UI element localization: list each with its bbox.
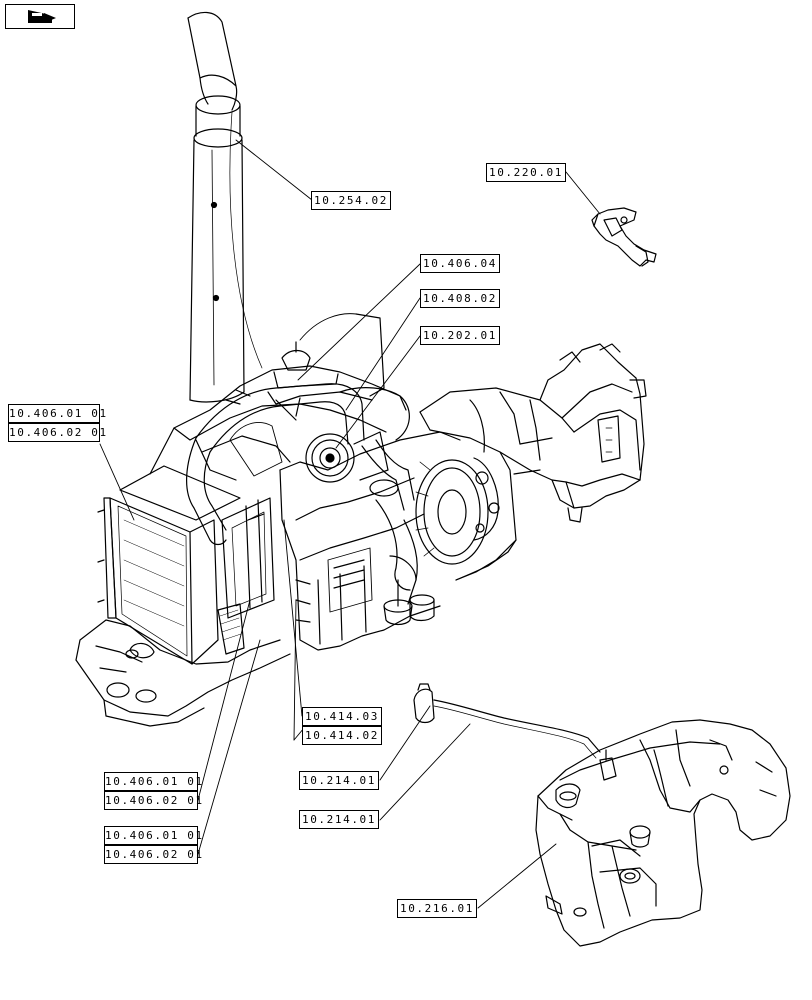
callout-panel-a[interactable]: 10.414.03 (302, 707, 382, 726)
callout-fuel-tank[interactable]: 10.216.01 (397, 899, 477, 918)
callout-pedal[interactable]: 10.220.01 (486, 163, 566, 182)
tractor-chassis (75, 111, 647, 727)
fuel-tank (535, 719, 791, 947)
callout-front-a[interactable]: 10.406.01 01 (104, 772, 202, 791)
return-button[interactable] (5, 4, 75, 29)
callout-cable[interactable]: 10.214.01 (299, 810, 379, 829)
callout-lower-a[interactable]: 10.406.01 01 (104, 826, 202, 845)
pedal-assembly (591, 207, 657, 267)
callout-engine[interactable]: 10.202.01 (420, 326, 500, 345)
return-arrow-icon (28, 10, 56, 23)
callout-sensor[interactable]: 10.214.01 (299, 771, 379, 790)
callout-radiator-a[interactable]: 10.406.01 01 (8, 404, 106, 423)
leader-lines (99, 139, 601, 909)
callout-exhaust[interactable]: 10.254.02 (311, 191, 391, 210)
callout-lower-b[interactable]: 10.406.02 01 (104, 845, 202, 864)
callout-air-intake[interactable]: 10.406.04 (420, 254, 500, 273)
callout-cooling-pipe[interactable]: 10.408.02 (420, 289, 500, 308)
sensor-cable (413, 683, 601, 759)
callout-radiator-b[interactable]: 10.406.02 01 (8, 423, 106, 442)
callout-front-b[interactable]: 10.406.02 01 (104, 791, 202, 810)
callout-panel-b[interactable]: 10.414.02 (302, 726, 382, 745)
exhaust-stack (187, 11, 245, 403)
